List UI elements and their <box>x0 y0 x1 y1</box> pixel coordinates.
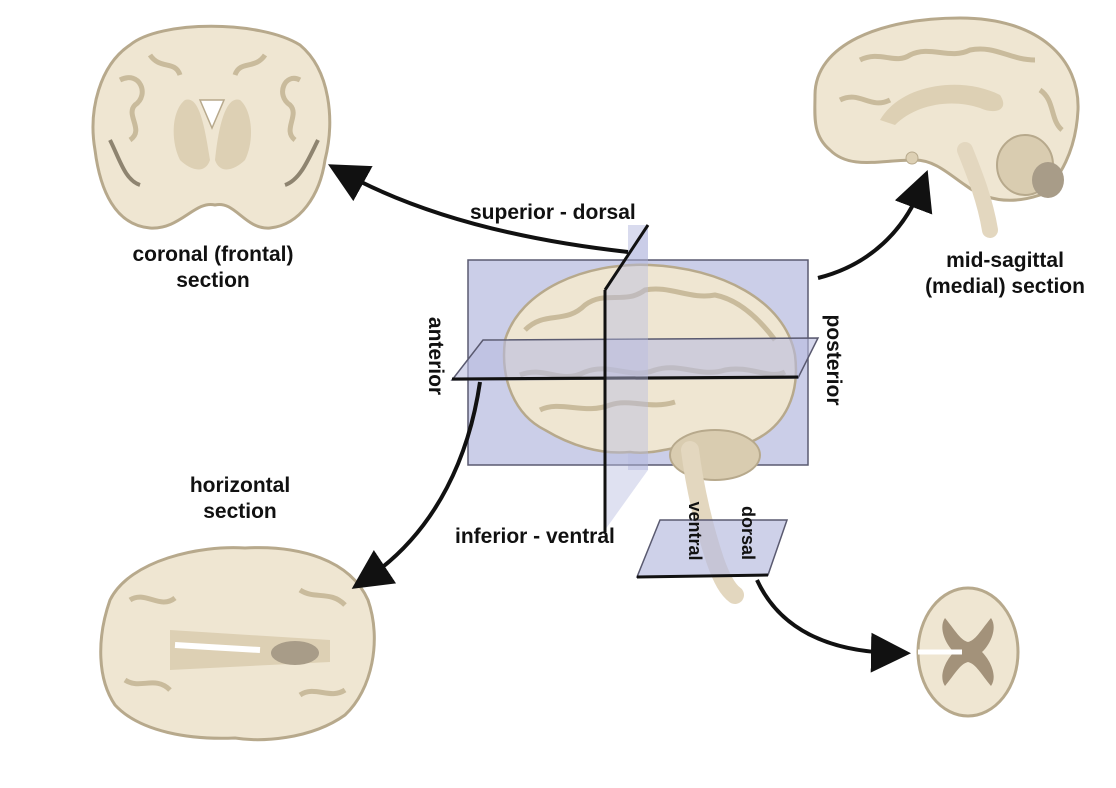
label-spinal-ventral: ventral <box>685 501 705 561</box>
horizontal-section-image <box>99 546 376 742</box>
coronal-caption-line1: coronal (frontal) <box>132 243 294 266</box>
sagittal-section-image <box>813 16 1080 238</box>
sagittal-caption: mid-sagittal (medial) section <box>905 248 1105 300</box>
horizontal-caption-line2: section <box>203 500 277 523</box>
label-superior-dorsal: superior - dorsal <box>470 201 636 224</box>
label-inferior-ventral: inferior - ventral <box>455 525 615 548</box>
spinal-plane <box>635 519 789 578</box>
arrow-to-horizontal <box>351 381 482 589</box>
section-arrows <box>327 164 933 673</box>
sagittal-caption-line2: (medial) section <box>925 275 1085 298</box>
horizontal-caption-line1: horizontal <box>189 474 291 497</box>
sagittal-caption-line1: mid-sagittal <box>946 249 1064 272</box>
label-posterior: posterior <box>822 314 845 406</box>
coronal-section-image <box>91 24 332 230</box>
arrow-to-coronal <box>327 164 629 254</box>
brain-with-planes <box>450 224 820 604</box>
label-spinal-dorsal: dorsal <box>738 505 758 561</box>
horizontal-caption: horizontal section <box>150 473 330 525</box>
label-anterior: anterior <box>424 316 447 396</box>
coronal-caption-line2: section <box>176 269 250 292</box>
spinal-cord-section-image <box>916 586 1020 718</box>
arrow-to-spinal <box>755 579 911 673</box>
coronal-caption: coronal (frontal) section <box>98 242 328 294</box>
arrow-to-sagittal <box>817 170 933 280</box>
